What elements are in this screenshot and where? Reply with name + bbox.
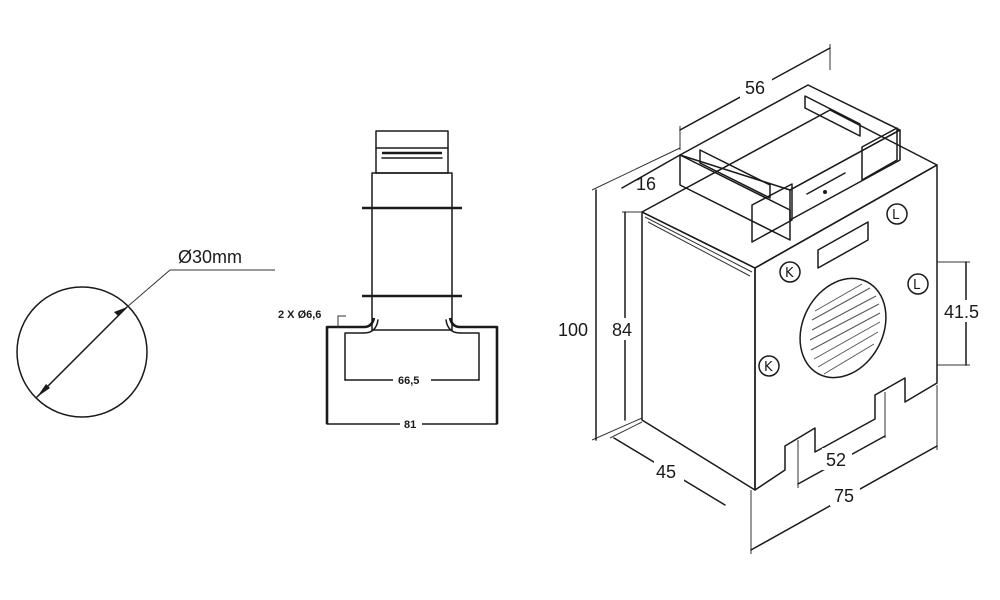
- circle-view: Ø30mm: [16, 247, 275, 418]
- arrow-head-lower: [37, 384, 50, 397]
- body-height-label: 84: [612, 320, 632, 340]
- iso-terminal-housing: [679, 84, 901, 243]
- depth-label: 45: [656, 462, 676, 482]
- dim-top-depth: [621, 154, 681, 189]
- arrow-head-upper: [114, 307, 127, 316]
- inner-width-label: 66,5: [398, 375, 419, 387]
- iso-aperture: [799, 277, 887, 379]
- terminal-l-lower: L: [913, 278, 921, 293]
- top-depth-label: 16: [636, 174, 656, 194]
- isometric-view: K L L K 56 16: [556, 44, 982, 554]
- base-plate: [325, 317, 499, 424]
- diameter-label: Ø30mm: [178, 247, 242, 267]
- slot-width-label: 52: [826, 450, 846, 470]
- side-view: 2 X Ø6,6 66,5 81: [278, 130, 499, 432]
- top-width-label: 56: [745, 78, 765, 98]
- outer-width-label: 81: [404, 419, 416, 431]
- terminal-l-upper: L: [892, 208, 900, 223]
- diameter-leader: [126, 269, 275, 308]
- terminal-k-lower: K: [764, 360, 773, 375]
- front-width-label: 75: [834, 486, 854, 506]
- iso-front-face: [754, 164, 938, 491]
- side-body: [371, 172, 453, 331]
- terminal-k-upper: K: [785, 266, 794, 281]
- aperture-hatching: [809, 283, 881, 375]
- hole-label: 2 X Ø6,6: [278, 309, 321, 321]
- side-height-label: 41.5: [944, 302, 979, 322]
- diameter-line: [36, 306, 128, 398]
- iso-label-window: [817, 221, 869, 269]
- aperture-circle: [16, 286, 148, 418]
- total-height-label: 100: [558, 320, 588, 340]
- terminal-marks: K L L K: [758, 203, 929, 377]
- iso-side-face: [641, 211, 756, 491]
